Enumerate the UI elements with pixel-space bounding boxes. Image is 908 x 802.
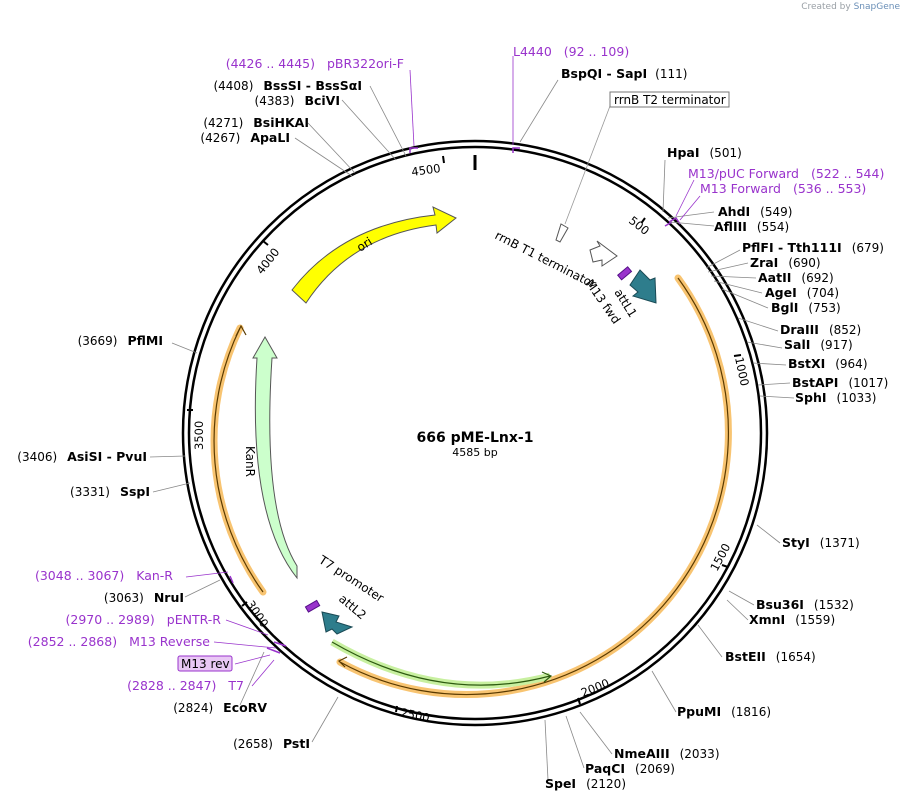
- primer-label-m13-forward: M13 Forward(536 .. 553): [700, 181, 866, 196]
- plasmid-name: 666 pME-Lnx-1: [417, 430, 534, 446]
- primer-label-m13-rev: M13 rev: [181, 657, 230, 671]
- enzyme-label-nrui: (3063)NruI: [104, 590, 184, 605]
- kanR-feature: [252, 335, 298, 580]
- enzyme-label-bstapi: BstAPI(1017): [792, 375, 888, 390]
- enzyme-label-spei: SpeI(2120): [545, 776, 626, 791]
- enzyme-labels: BspQI - SapI(111) HpaI(501) AhdI(549) Af…: [17, 66, 888, 791]
- snapgene-branding: Created by SnapGene: [801, 2, 900, 12]
- enzyme-label-bstxi: BstXI(964): [788, 356, 868, 371]
- created-by-text: Created by: [801, 2, 851, 12]
- enzyme-label-bgli: BglI(753): [771, 300, 841, 315]
- primer-label-pentr-r: (2970 .. 2989)pENTR-R: [66, 612, 222, 627]
- tick-label: 500: [626, 213, 652, 238]
- tick-label: 3000: [244, 598, 272, 630]
- tick-label: 4000: [253, 245, 282, 277]
- enzyme-label-xmni: XmnI(1559): [749, 612, 835, 627]
- primer-label-l4440: L4440(92 .. 109): [513, 44, 629, 59]
- tick-label: 4500: [410, 161, 441, 179]
- enzyme-label-styi: StyI(1371): [782, 535, 860, 550]
- enzyme-label-nmeaiii: NmeAIII(2033): [614, 746, 720, 761]
- rrnB-T1-feature: [589, 240, 618, 267]
- primer-labels: L4440(92 .. 109) M13/pUC Forward(522 .. …: [28, 44, 885, 693]
- plasmid-length: 4585 bp: [452, 446, 497, 459]
- backbone-inner: [187, 145, 763, 721]
- rrnB-T1-label: rrnB T1 terminator: [493, 228, 599, 291]
- primer-label-pbr322ori-f: (4426 .. 4445)pBR322ori-F: [226, 56, 404, 71]
- tick-label: 1000: [732, 356, 752, 388]
- leader-lines: [149, 79, 795, 781]
- rrnB-T2-label: rrnB T2 terminator: [614, 93, 726, 107]
- attL2-label: attL2: [336, 592, 369, 623]
- attL2-feature: [321, 611, 354, 635]
- tick-label: 1500: [707, 541, 733, 573]
- rrnB-T2-feature: [555, 223, 569, 243]
- enzyme-label-draiii: DraIII(852): [780, 322, 861, 337]
- tick-label: 2500: [399, 705, 431, 725]
- enzyme-label-hpai: HpaI(501): [667, 145, 742, 160]
- enzyme-label-pflfi: PflFI - Tth111I(679): [742, 240, 884, 255]
- enzyme-label-afliii: AflIII(554): [714, 219, 789, 234]
- orange-orf-right: [336, 274, 732, 699]
- primer-label-kan-r: (3048 .. 3067)Kan-R: [35, 568, 173, 583]
- primer-label-t7: (2828 .. 2847)T7: [127, 678, 244, 693]
- green-orf: [330, 638, 551, 689]
- enzyme-label-bsihkai: (4271)BsiHKAI: [203, 115, 309, 130]
- enzyme-label-asisi: (3406)AsiSI - PvuI: [17, 449, 147, 464]
- primer-label-m13-puc-forward: M13/pUC Forward(522 .. 544): [688, 166, 884, 181]
- snapgene-logo: SnapGene: [853, 2, 900, 12]
- enzyme-label-bsssi: (4408)BssSI - BssSαI: [213, 78, 362, 93]
- tick-label: 3500: [192, 421, 206, 450]
- enzyme-label-zrai: ZraI(690): [750, 255, 821, 270]
- attL1-feature: [629, 269, 657, 304]
- enzyme-label-bspqi: BspQI - SapI(111): [561, 66, 687, 81]
- enzyme-label-agei: AgeI(704): [765, 285, 839, 300]
- enzyme-label-bsteii: BstEII(1654): [725, 649, 816, 664]
- primer-label-m13-reverse: (2852 .. 2868)M13 Reverse: [28, 634, 210, 649]
- enzyme-label-ahdi: AhdI(549): [718, 204, 792, 219]
- enzyme-label-ecorv: (2824)EcoRV: [173, 700, 267, 715]
- enzyme-label-sali: SalI(917): [784, 337, 853, 352]
- backbone-outer: [181, 139, 769, 727]
- enzyme-label-aatii: AatII(692): [758, 270, 834, 285]
- enzyme-label-pflmi: (3669)PflMI: [78, 333, 163, 348]
- rrnB-T2-box: [609, 91, 730, 108]
- enzyme-label-bcivi: (4383)BciVI: [255, 93, 340, 108]
- m13-rev-box: [177, 655, 233, 672]
- m13-rev-feature: [304, 599, 321, 613]
- tick-label: 2000: [579, 676, 611, 700]
- enzyme-label-sspi: (3331)SspI: [70, 484, 150, 499]
- enzyme-label-bsu36i: Bsu36I(1532): [756, 597, 854, 612]
- primer-leader-lines: [185, 56, 701, 687]
- enzyme-label-psti: (2658)PstI: [233, 736, 310, 751]
- enzyme-label-sphi: SphI(1033): [795, 390, 876, 405]
- primer-markers: [229, 147, 681, 654]
- enzyme-label-ppumi: PpuMI(1816): [677, 704, 771, 719]
- kanR-label: KanR: [243, 446, 257, 477]
- ori-feature: [291, 206, 457, 304]
- enzyme-label-paqci: PaqCI(2069): [585, 761, 675, 776]
- m13-fwd-feature: [617, 266, 633, 281]
- enzyme-label-apali: (4267)ApaLI: [200, 130, 290, 145]
